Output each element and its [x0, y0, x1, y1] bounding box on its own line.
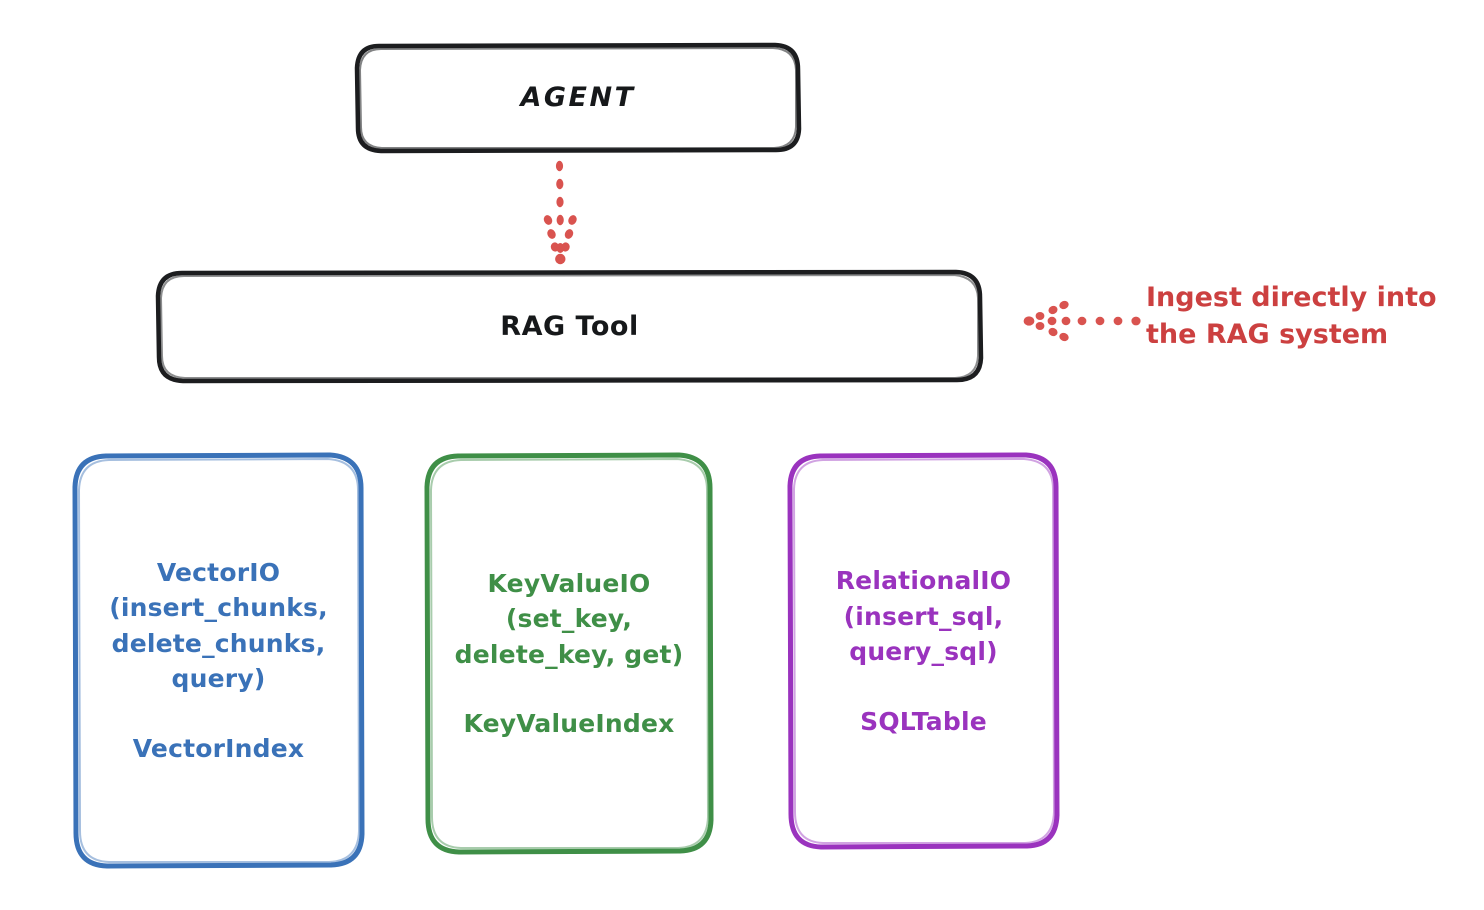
node-relational-io[interactable]: RelationalIO (insert_sql, query_sql) SQL… — [787, 452, 1060, 850]
ingest-pointer-arrow — [1023, 300, 1141, 342]
agent-node-label: AGENT — [520, 82, 636, 114]
agent-to-rag-tool-arrow — [543, 160, 577, 265]
rag-tool-node-label: RAG Tool — [500, 310, 639, 342]
node-rag-tool[interactable]: RAG Tool — [155, 269, 984, 384]
node-key-value-io[interactable]: KeyValueIO (set_key, delete_key, get) Ke… — [424, 452, 714, 855]
ingest-annotation-text: Ingest directly into the RAG system — [1146, 282, 1437, 351]
vector-io-primary-label: VectorIO (insert_chunks, delete_chunks, … — [109, 557, 328, 694]
key-value-io-primary-label: KeyValueIO (set_key, delete_key, get) — [454, 568, 684, 669]
relational-io-primary-label: RelationalIO (insert_sql, query_sql) — [835, 566, 1012, 666]
node-vector-io[interactable]: VectorIO (insert_chunks, delete_chunks, … — [72, 452, 365, 869]
relational-io-secondary-label: SQLTable — [860, 706, 987, 736]
key-value-io-secondary-label: KeyValueIndex — [463, 709, 675, 738]
node-agent[interactable]: AGENT — [354, 42, 802, 154]
vector-io-secondary-label: VectorIndex — [132, 733, 305, 763]
